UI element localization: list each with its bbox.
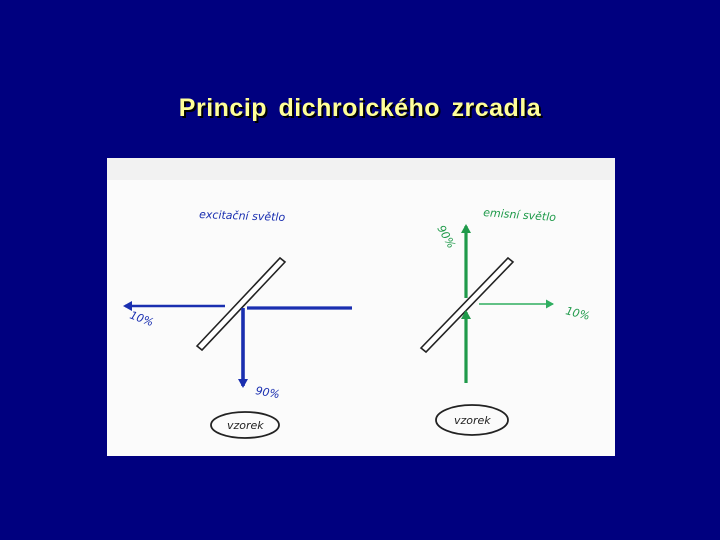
scan-edge-shade xyxy=(107,158,615,180)
excitation-diagram: excitační světlo 10% 90% vzorek xyxy=(123,208,352,439)
dichroic-mirror-right xyxy=(419,256,515,354)
emission-light-label: emisní světlo xyxy=(483,206,557,224)
dichroic-mirror-diagram: excitační světlo 10% 90% vzorek emisní s… xyxy=(107,158,615,439)
excitation-reflected-percent: 90% xyxy=(254,384,280,401)
sample-left-label: vzorek xyxy=(227,419,264,432)
sample-right-label: vzorek xyxy=(454,414,491,427)
sketch-panel: excitační světlo 10% 90% vzorek emisní s… xyxy=(107,158,615,456)
slide-title: Princip dichroického zrcadla xyxy=(178,94,542,122)
sample-right: vzorek xyxy=(435,404,509,436)
sample-left: vzorek xyxy=(210,411,280,439)
emission-transmitted-percent: 90% xyxy=(434,223,457,251)
excitation-light-label: excitační světlo xyxy=(199,208,286,224)
emission-diagram: emisní světlo 90% 10% vzorek xyxy=(419,206,591,436)
excitation-transmitted-percent: 10% xyxy=(128,309,155,330)
emission-reflected-percent: 10% xyxy=(564,304,591,323)
dichroic-mirror-left xyxy=(195,256,287,352)
